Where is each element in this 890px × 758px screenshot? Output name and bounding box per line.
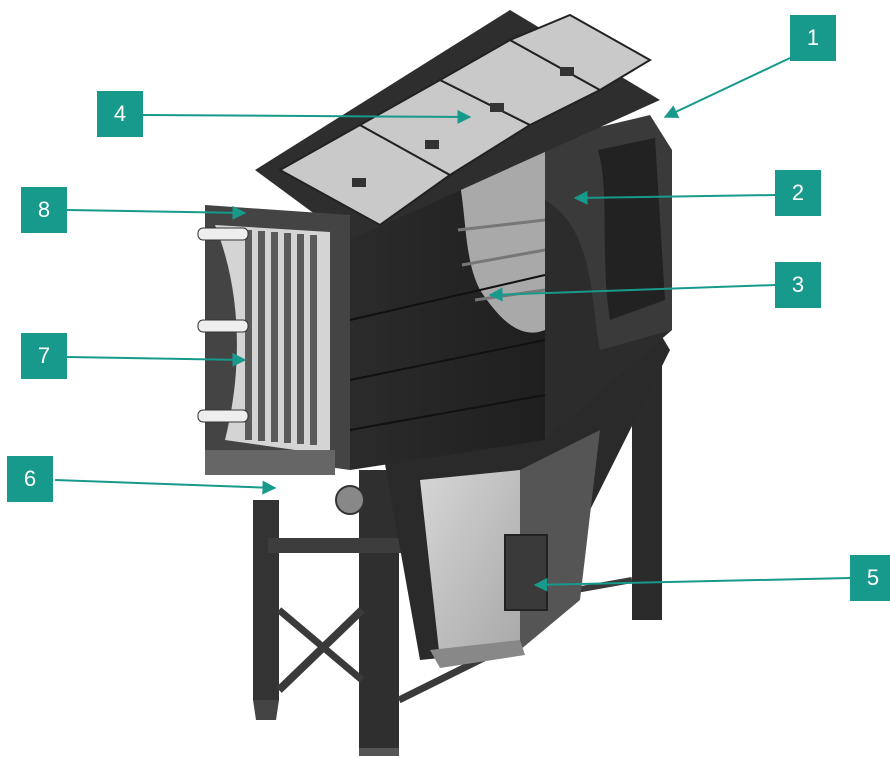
- callout-8-label: 8: [37, 197, 51, 222]
- leader-8: [66, 205, 247, 220]
- leader-4: [142, 109, 472, 124]
- leader-6: [54, 479, 277, 495]
- leader-5: [533, 577, 851, 592]
- callout-1-label: 1: [806, 25, 820, 50]
- callout-7-label: 7: [37, 343, 51, 368]
- callout-5: 5: [850, 555, 890, 601]
- callout-5-label: 5: [866, 565, 880, 590]
- leader-2: [573, 190, 776, 205]
- top-lid: [255, 10, 660, 240]
- callout-8: 8: [21, 187, 67, 233]
- support-legs: [253, 340, 662, 756]
- main-housing: [349, 115, 672, 470]
- filter-section: [197, 205, 365, 515]
- leader-3: [488, 284, 776, 302]
- leader-7: [66, 352, 247, 367]
- callout-4: 4: [97, 91, 143, 137]
- leader-1: [663, 57, 791, 118]
- callout-3: 3: [775, 262, 821, 308]
- leader-lines: [54, 57, 851, 592]
- callout-2-label: 2: [791, 180, 805, 205]
- callout-6: 6: [7, 456, 53, 502]
- callout-2: 2: [775, 170, 821, 216]
- callout-6-label: 6: [23, 466, 37, 491]
- callout-7: 7: [21, 333, 67, 379]
- callout-4-label: 4: [113, 101, 127, 126]
- callout-1: 1: [790, 15, 836, 61]
- callout-3-label: 3: [791, 272, 805, 297]
